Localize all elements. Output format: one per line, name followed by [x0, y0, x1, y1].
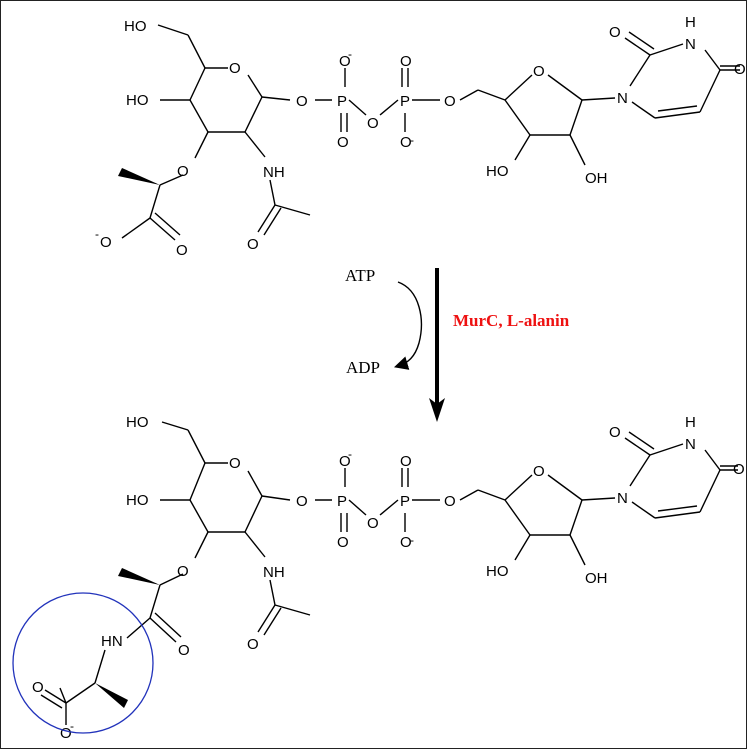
hydrogen-label: H	[685, 414, 696, 431]
ribose-o-label: O	[533, 463, 545, 480]
carboxylate-o-label: O	[100, 234, 112, 251]
ester-o-label: O	[444, 493, 456, 510]
minus-charge: -	[348, 447, 352, 461]
phosphate-o-label: O	[400, 134, 412, 151]
minus-charge: -	[348, 47, 352, 61]
nh-label: NH	[263, 564, 285, 581]
nh-label: NH	[263, 164, 285, 181]
phosphorus-label: P	[400, 493, 410, 510]
ring-o-label: O	[229, 455, 241, 472]
ether-o-label: O	[177, 163, 189, 180]
phosphate-o-label: O	[337, 534, 349, 551]
nitrogen-label: N	[617, 90, 628, 107]
bridge-o-label: O	[367, 115, 379, 132]
bridge-o-label: O	[296, 93, 308, 110]
ho-label: HO	[126, 414, 149, 431]
uracil-o-label: O	[734, 61, 746, 78]
ho-label: HO	[486, 563, 509, 580]
carboxyl-o-label: O	[176, 242, 188, 259]
product-molecule: HO O HO O NH O HN O O O - O P O - O O P …	[32, 414, 745, 742]
ho-label: HO	[126, 492, 149, 509]
phosphate-o-label: O	[339, 53, 351, 70]
ho-label: HO	[124, 18, 147, 35]
hn-label: HN	[101, 633, 123, 650]
nitrogen-label: N	[685, 436, 696, 453]
hydrogen-label: H	[685, 14, 696, 31]
oh-label: OH	[585, 570, 608, 587]
minus-charge: -	[70, 719, 74, 733]
substrate-molecule: HO O HO O NH O O - O O P O - O O P O O -…	[95, 14, 746, 259]
ho-label: HO	[486, 163, 509, 180]
uracil-o-label: O	[609, 24, 621, 41]
bridge-o-label: O	[296, 493, 308, 510]
phosphate-o-label: O	[400, 534, 412, 551]
oh-label: OH	[585, 170, 608, 187]
carbonyl-o-label: O	[247, 236, 259, 253]
enzyme-label: MurC, L-alanin	[453, 311, 570, 330]
carbonyl-o-label: O	[247, 636, 259, 653]
ribose-o-label: O	[533, 63, 545, 80]
phosphate-o-label: O	[337, 134, 349, 151]
phosphate-o-label: O	[400, 453, 412, 470]
carboxyl-o-label: O	[32, 679, 44, 696]
phosphorus-label: P	[337, 493, 347, 510]
nitrogen-label: N	[617, 490, 628, 507]
atp-label: ATP	[345, 266, 375, 285]
bridge-o-label: O	[367, 515, 379, 532]
amide-o-label: O	[178, 642, 190, 659]
uracil-o-label: O	[733, 461, 745, 478]
uracil-o-label: O	[609, 424, 621, 441]
ring-o-label: O	[229, 60, 241, 77]
ho-label: HO	[126, 92, 149, 109]
phosphorus-label: P	[337, 93, 347, 110]
ester-o-label: O	[444, 93, 456, 110]
phosphate-o-label: O	[400, 53, 412, 70]
phosphorus-label: P	[400, 93, 410, 110]
nitrogen-label: N	[685, 36, 696, 53]
ether-o-label: O	[177, 563, 189, 580]
carboxylate-o-label: O	[60, 725, 72, 742]
alanine-highlight-circle	[12, 592, 154, 734]
minus-charge: -	[95, 227, 99, 241]
minus-charge: -	[410, 133, 414, 147]
reaction-arrow	[393, 268, 445, 422]
adp-label: ADP	[346, 358, 380, 377]
minus-charge: -	[410, 533, 414, 547]
phosphate-o-label: O	[339, 453, 351, 470]
